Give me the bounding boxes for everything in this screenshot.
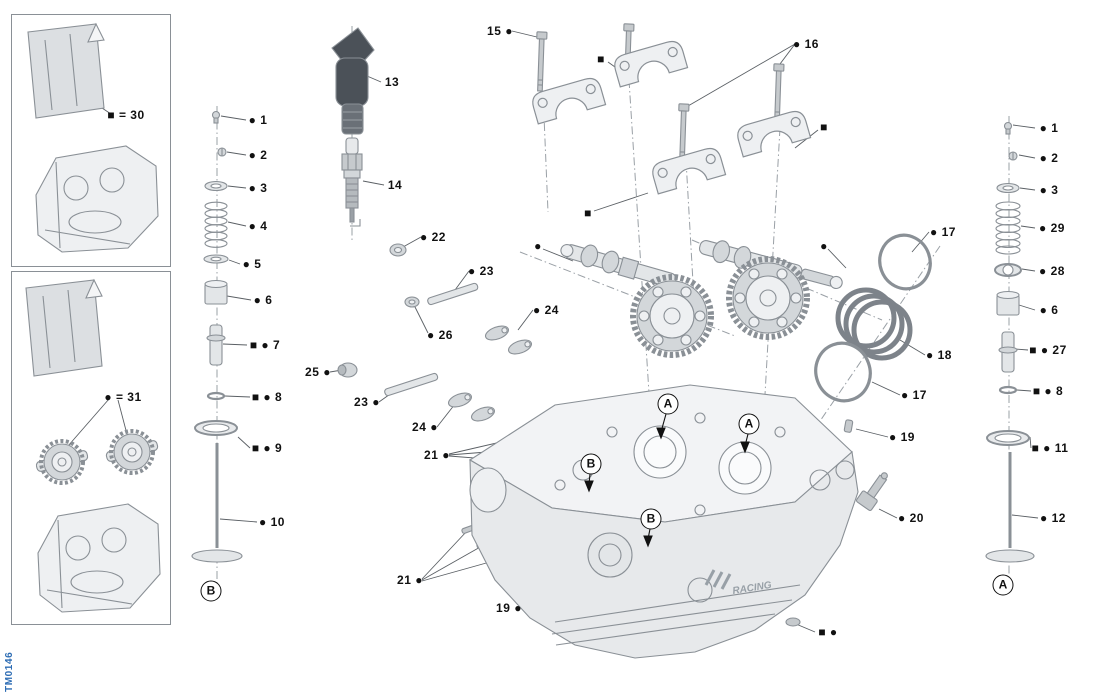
callout-12: ● 12 <box>1040 511 1066 525</box>
callout-23-upper: ● 23 <box>468 264 494 278</box>
callout-13: 13 <box>384 75 400 89</box>
callout-18: ● 18 <box>926 348 952 362</box>
callout-8-left: ■ ● 8 <box>251 390 283 404</box>
callout-4: ● 4 <box>248 219 268 233</box>
bottom-fasteners <box>785 617 801 627</box>
callout-16: ● 16 <box>793 37 819 51</box>
callout-15: 15 ● <box>487 24 513 38</box>
callout-20: ● 20 <box>898 511 924 525</box>
callout-21-lower: 21 ● <box>397 573 423 587</box>
o-ring-bottom <box>814 341 872 403</box>
reference-letter-a-right: A <box>992 574 1014 596</box>
callout-11: ■ ● 11 <box>1031 441 1069 455</box>
valve-spring-right <box>995 201 1021 255</box>
reference-arrows <box>584 413 750 548</box>
o-ring-top <box>878 233 932 291</box>
reference-letter-b-head-2: B <box>640 508 662 530</box>
reference-letter-a-head-2: A <box>738 413 760 435</box>
callout-2-left: ● 2 <box>248 148 268 162</box>
callout-dot-intake-cam: ● <box>534 239 542 253</box>
callout-3-left: ● 3 <box>248 181 268 195</box>
callout-29: ● 29 <box>1039 221 1065 235</box>
exhaust-camshaft <box>698 240 843 340</box>
callout-7: ■ ● 7 <box>249 338 281 352</box>
callout-10: ● 10 <box>259 515 285 529</box>
callout-25: 25 ● <box>305 365 331 379</box>
valve-stack-left <box>191 110 243 563</box>
cylinder-head-body: RACING <box>468 384 859 659</box>
legend-kit-30: ■ = 30 <box>107 108 145 122</box>
callout-2-right: ● 2 <box>1039 151 1059 165</box>
ring-stack <box>835 287 913 361</box>
callout-26: ● 26 <box>427 328 453 342</box>
callout-square-top: ■ <box>597 52 605 66</box>
callout-square-mid: ■ <box>584 206 592 220</box>
callout-dot-exhaust-cam: ● <box>820 239 828 253</box>
camshaft-bearing-caps <box>532 40 812 195</box>
inset-box-head-kit-31 <box>11 271 171 625</box>
callout-square-right: ■ <box>820 120 828 134</box>
callout-6-right: ● 6 <box>1039 303 1059 317</box>
callout-square-dot-bottom: ■ ● <box>818 625 838 639</box>
callout-6-left: ● 6 <box>253 293 273 307</box>
valve-spring-left <box>204 201 228 248</box>
callout-5: ● 5 <box>242 257 262 271</box>
inset-cylinder-head-bottom <box>37 503 161 613</box>
callout-1-right: ● 1 <box>1039 121 1059 135</box>
callout-14: 14 <box>387 178 403 192</box>
spark-plug-cap <box>331 27 375 135</box>
brand-slashes <box>704 569 732 590</box>
banjo-bolt <box>855 472 888 512</box>
inset-box-head-kit-30 <box>11 14 171 267</box>
callout-9: ■ ● 9 <box>251 441 283 455</box>
inset-camshafts-bottom <box>35 429 159 485</box>
callout-3-right: ● 3 <box>1039 183 1059 197</box>
spark-plug <box>341 137 363 227</box>
callout-24-upper: ● 24 <box>533 303 559 317</box>
document-code: TM0146 <box>4 651 15 692</box>
reference-letter-b-head-1: B <box>580 453 602 475</box>
inset-cylinder-head-top <box>35 145 159 253</box>
callout-8-right: ■ ● 8 <box>1032 384 1064 398</box>
callout-17-lower: ● 17 <box>901 388 927 402</box>
legend-kit-31: ● = 31 <box>104 390 142 404</box>
reference-letter-b-left: B <box>200 580 222 602</box>
callout-19-lower: 19 ● <box>496 601 522 615</box>
callout-1-left: ● 1 <box>248 113 268 127</box>
callout-21-upper: 21 ● <box>424 448 450 462</box>
reference-letter-a-head-1: A <box>657 393 679 415</box>
callout-24-lower: 24 ● <box>412 420 438 434</box>
callout-22: ● 22 <box>420 230 446 244</box>
callout-28: ● 28 <box>1039 264 1065 278</box>
valve-stack-right <box>985 121 1035 563</box>
callout-19-right: ● 19 <box>889 430 915 444</box>
set-pin-right <box>843 419 854 433</box>
tensioner-small-parts <box>337 243 533 422</box>
callout-27: ■ ● 27 <box>1029 343 1067 357</box>
callout-23-lower: 23 ● <box>354 395 380 409</box>
inset-gasket-sheet-bottom <box>25 278 103 377</box>
callout-17-upper: ● 17 <box>930 225 956 239</box>
intake-camshaft <box>560 244 714 358</box>
inset-gasket-sheet-top <box>27 22 105 119</box>
